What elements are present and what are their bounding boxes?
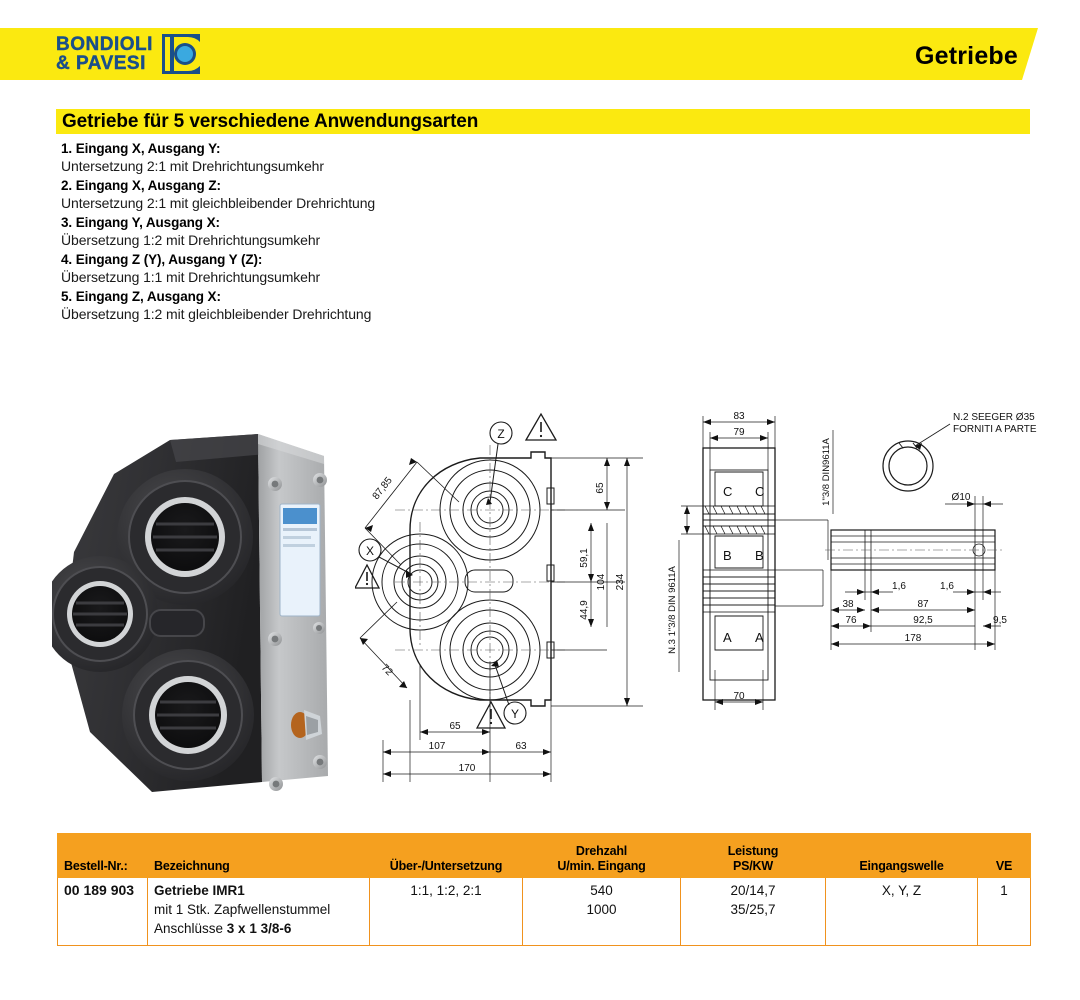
application-heading: 4. Eingang Z (Y), Ausgang Y (Z): <box>61 252 263 267</box>
front-dim-65: 65 <box>595 482 606 494</box>
warning-triangle-icon <box>524 412 558 441</box>
shaft-dim-16a: 1,6 <box>892 581 906 592</box>
drehzahl-line-2: 1000 <box>586 902 617 917</box>
cell-uebersetzung: 1:1, 1:2, 2:1 <box>369 877 523 946</box>
leistung-line-1: 20/14,7 <box>730 883 776 898</box>
leistung-line-2: 35/25,7 <box>730 902 776 917</box>
column-header-ve: VE <box>977 833 1031 878</box>
drain-plug <box>291 710 322 740</box>
side-view-drawing: C C B B A A 83 <box>667 411 829 710</box>
application-description: Übersetzung 1:2 mit gleichbleibender Dre… <box>61 306 372 322</box>
front-dim-104: 104 <box>596 573 607 590</box>
cell-bestell-nr: 00 189 903 <box>57 877 148 946</box>
side-dim-83: 83 <box>733 411 745 422</box>
seeger-ring <box>882 440 934 492</box>
cell-eingangswelle: X, Y, Z <box>825 877 978 946</box>
cell-drehzahl: 540 1000 <box>522 877 681 946</box>
application-description: Untersetzung 2:1 mit gleichbleibender Dr… <box>61 195 376 211</box>
application-list: 1. Eingang X, Ausgang Y: Untersetzung 2:… <box>61 140 661 325</box>
side-view-label-c2: C <box>755 484 764 499</box>
shaft-port-left <box>52 556 158 672</box>
shaft-body <box>825 529 1005 571</box>
warning-triangle-icon <box>355 563 381 589</box>
side-dim-79: 79 <box>733 427 745 438</box>
application-description: Übersetzung 1:2 mit Drehrichtungsumkehr <box>61 232 321 248</box>
shaft-port-upper <box>117 469 253 605</box>
front-dim-8785: 87,85 <box>371 475 395 502</box>
front-dim-72: 72 <box>379 662 395 678</box>
bezeichnung-line-2: mit 1 Stk. Zapfwellenstummel <box>154 902 331 917</box>
side-view-label-c1: C <box>723 484 732 499</box>
shaft-dim-95: 9,5 <box>993 615 1007 626</box>
spline-band-middle <box>702 569 776 613</box>
seeger-note-line1: N.2 SEEGER Ø35 <box>953 412 1035 423</box>
spline-band-upper <box>702 505 776 535</box>
application-description: Übersetzung 1:1 mit Drehrichtungsumkehr <box>61 269 321 285</box>
seeger-note-line2: FORNITI A PARTE <box>953 424 1037 435</box>
front-view-label-z: Z <box>497 427 504 441</box>
side-view-label-a2: A <box>755 630 764 645</box>
application-heading: 5. Eingang Z, Ausgang X: <box>61 289 221 304</box>
company-logo: BONDIOLI & PAVESI <box>56 34 200 74</box>
shaft-dim-87: 87 <box>917 599 929 610</box>
application-description: Untersetzung 2:1 mit Drehrichtungsumkehr <box>61 158 324 174</box>
cell-bezeichnung: Getriebe IMR1 mit 1 Stk. Zapfwellenstumm… <box>147 877 370 946</box>
warning-triangle-icon <box>475 700 507 729</box>
plate-bolts <box>268 473 327 791</box>
bezeichnung-line-3: Anschlüsse 3 x 1 3/8-6 <box>154 921 292 936</box>
table-header-row: Bestell-Nr.: Bezeichnung Über-/Untersetz… <box>57 833 1031 878</box>
side-view-label-b1: B <box>723 548 732 563</box>
cell-ve: 1 <box>977 877 1031 946</box>
front-dim-65-bottom: 65 <box>449 721 461 732</box>
technical-drawings: Z X <box>355 411 1037 782</box>
side-view-spline-note: N.3 1"3/8 DIN 9611A <box>667 565 678 653</box>
shaft-dim-76: 76 <box>845 615 857 626</box>
shaft-dim-178: 178 <box>905 633 922 644</box>
column-header-bezeichnung: Bezeichnung <box>147 833 370 878</box>
drehzahl-line-1: 540 <box>590 883 613 898</box>
front-view-label-x: X <box>366 544 374 558</box>
column-header-bestell-nr: Bestell-Nr.: <box>57 833 148 878</box>
bondioli-logo-mark-icon <box>161 34 200 74</box>
cell-leistung: 20/14,7 35/25,7 <box>680 877 826 946</box>
front-dim-591: 59,1 <box>579 548 590 568</box>
column-header-eingangswelle: Eingangswelle <box>825 833 978 878</box>
section-title: Getriebe für 5 verschiedene Anwendungsar… <box>62 111 479 132</box>
front-view-drawing: Z X <box>355 412 643 782</box>
column-header-uebersetzung: Über-/Untersetzung <box>369 833 523 878</box>
shaft-dim-925: 92,5 <box>913 615 933 626</box>
side-dim-70: 70 <box>733 691 745 702</box>
front-dim-234: 234 <box>615 573 626 590</box>
front-dim-449: 44,9 <box>579 600 590 620</box>
table-row: 00 189 903 Getriebe IMR1 mit 1 Stk. Zapf… <box>57 877 1031 946</box>
product-photo <box>52 434 328 792</box>
side-view-label-b2: B <box>755 548 764 563</box>
application-heading: 2. Eingang X, Ausgang Z: <box>61 178 221 193</box>
logo-line-2: & PAVESI <box>56 53 146 74</box>
application-heading: 3. Eingang Y, Ausgang X: <box>61 215 220 230</box>
logo-wordmark: BONDIOLI & PAVESI <box>56 35 153 73</box>
shaft-port-lower <box>122 649 254 781</box>
shaft-detail-drawing: 1"3/8 DIN9611A N.2 SEEGER Ø35 FORNITI A … <box>821 412 1037 650</box>
application-heading: 1. Eingang X, Ausgang Y: <box>61 141 221 156</box>
shaft-dim-16b: 1,6 <box>940 581 954 592</box>
front-dim-63: 63 <box>515 741 527 752</box>
shaft-dim-38: 38 <box>842 599 854 610</box>
column-header-drehzahl: Drehzahl U/min. Eingang <box>522 833 681 878</box>
front-view-label-y: Y <box>511 707 519 721</box>
bezeichnung-line-1: Getriebe IMR1 <box>154 883 245 898</box>
side-view-label-a1: A <box>723 630 732 645</box>
product-data-table: Bestell-Nr.: Bezeichnung Über-/Untersetz… <box>57 833 1031 946</box>
logo-line-1: BONDIOLI <box>56 34 153 55</box>
front-dim-170: 170 <box>459 763 476 774</box>
front-dim-107: 107 <box>429 741 446 752</box>
page-title: Getriebe <box>914 42 1018 70</box>
section-title-bar: Getriebe für 5 verschiedene Anwendungsar… <box>56 109 1030 134</box>
shaft-spline-note: 1"3/8 DIN9611A <box>821 438 832 506</box>
column-header-leistung: Leistung PS/KW <box>680 833 826 878</box>
product-label <box>279 503 321 617</box>
shaft-dim-d10: Ø10 <box>952 492 971 503</box>
